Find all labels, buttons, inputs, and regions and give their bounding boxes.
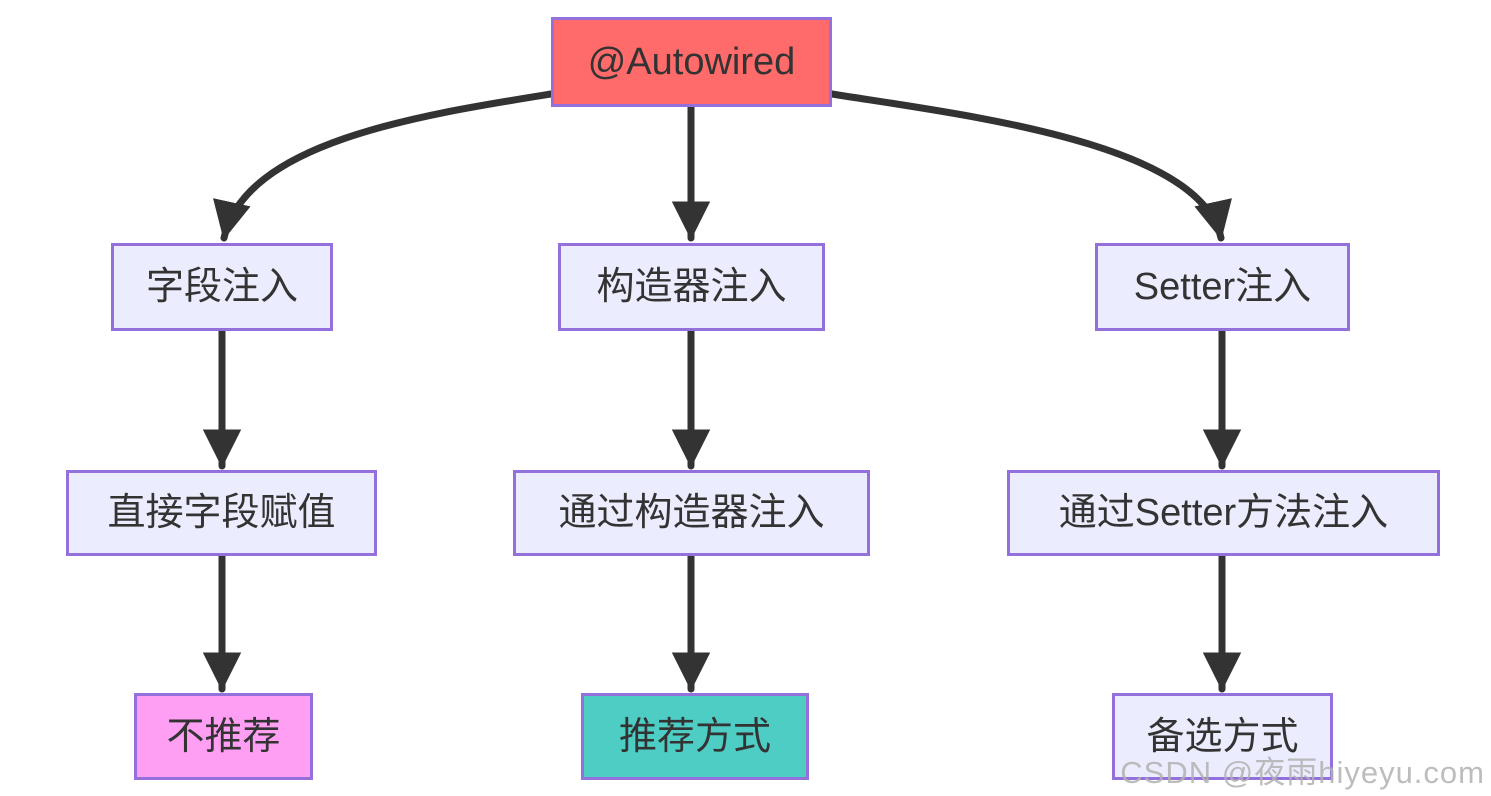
node-field-injection: 字段注入 <box>111 243 333 331</box>
node-setter-injection-label: Setter注入 <box>1133 266 1312 308</box>
node-autowired: @Autowired <box>551 17 832 107</box>
node-constructor-injection-label: 构造器注入 <box>596 266 787 308</box>
node-direct-field-assignment-label: 直接字段赋值 <box>107 492 336 534</box>
node-setter-injection: Setter注入 <box>1095 243 1350 331</box>
node-field-injection-label: 字段注入 <box>145 266 298 308</box>
node-recommended-label: 推荐方式 <box>618 715 771 758</box>
node-not-recommended-label: 不推荐 <box>166 715 281 758</box>
node-recommended: 推荐方式 <box>581 693 809 780</box>
node-inject-via-setter-method-label: 通过Setter方法注入 <box>1058 492 1389 534</box>
node-direct-field-assignment: 直接字段赋值 <box>66 470 377 556</box>
node-not-recommended: 不推荐 <box>134 693 313 780</box>
node-inject-via-constructor-label: 通过构造器注入 <box>558 492 825 534</box>
node-alternative-label: 备选方式 <box>1146 715 1299 758</box>
node-autowired-label: @Autowired <box>587 41 796 83</box>
edge-root-to-setter <box>828 90 1232 242</box>
node-alternative: 备选方式 <box>1112 693 1333 780</box>
edge-root-to-field <box>213 90 555 242</box>
node-inject-via-constructor: 通过构造器注入 <box>513 470 870 556</box>
node-inject-via-setter-method: 通过Setter方法注入 <box>1007 470 1440 556</box>
node-constructor-injection: 构造器注入 <box>558 243 825 331</box>
watermark: CSDN @夜雨hiyeyu.com <box>1120 755 1485 790</box>
